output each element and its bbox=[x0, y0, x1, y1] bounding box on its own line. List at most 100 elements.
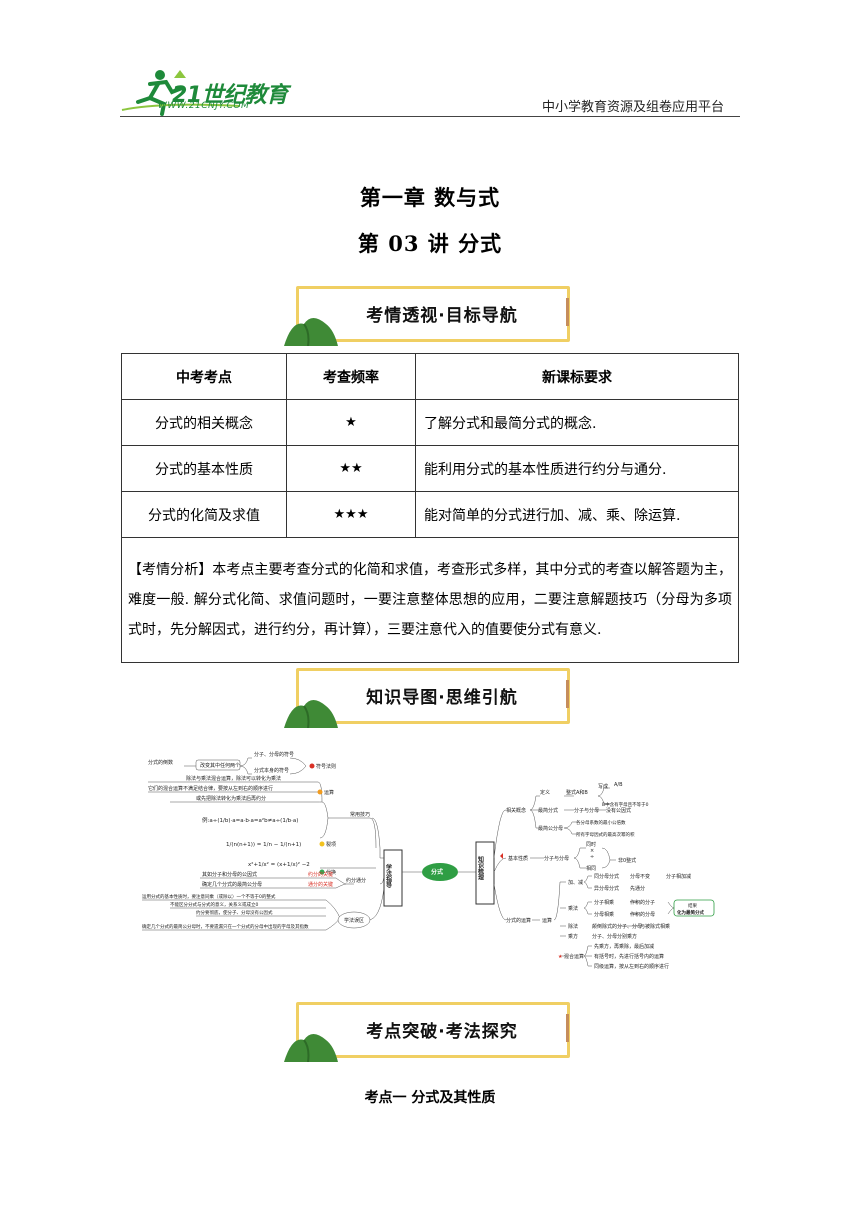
mind-map-right-links bbox=[493, 787, 675, 967]
mm-mixed-b: 有括号时，先进行括号内的运算 bbox=[594, 953, 664, 960]
mm-addsub-d: 异分母分式 bbox=[594, 885, 619, 892]
mm-pitfall: 学法误区 bbox=[344, 917, 364, 924]
cell-point: 分式的相关概念 bbox=[121, 399, 287, 446]
mm-rule-op: 运算 bbox=[324, 789, 334, 796]
mm-mult-c: 分母相乘 bbox=[594, 911, 614, 918]
col-header-point: 中考考点 bbox=[121, 353, 287, 400]
cell-frequency: ★★★ bbox=[286, 491, 416, 538]
banner-label: 知识导图·思维引航 bbox=[366, 688, 518, 708]
section-banner-mindmap: 知识导图·思维引航 bbox=[284, 666, 590, 728]
banner-label: 考情透视·目标导航 bbox=[366, 306, 518, 326]
mm-simplest: 最简分式 bbox=[538, 807, 558, 814]
table-header-row: 中考考点 考查频率 新课标要求 bbox=[121, 353, 739, 400]
mm-note-1: 运用分式的基本性质时，要注意同乘（或除以）一个不等于0的整式 bbox=[142, 893, 276, 900]
table-row: 分式的基本性质 ★★ 能利用分式的基本性质进行约分与通分. bbox=[121, 445, 739, 492]
mm-mult-b: 作积的分子 bbox=[630, 899, 655, 906]
mm-pow-a: 分子、分母分别乘方 bbox=[592, 933, 637, 940]
mm-reduce-1b: 约分的关键 bbox=[308, 871, 333, 878]
brand-logo-icon bbox=[121, 70, 241, 116]
mm-simplest-b: 没有公因式 bbox=[606, 807, 631, 814]
exam-overview-table: 中考考点 考查频率 新课标要求 分式的相关概念 ★ 了解分式和最简分式的概念. … bbox=[121, 353, 739, 663]
banner-frame bbox=[296, 1002, 570, 1058]
table-row: 分式的化简及求值 ★★★ 能对简单的分式进行加、减、乘、除运算. bbox=[121, 491, 739, 538]
mm-rule-sign: 符号法则 bbox=[316, 763, 336, 770]
mm-basic-e: 相同 bbox=[586, 865, 596, 872]
banner-accent-bar bbox=[566, 680, 569, 708]
mm-mixed: 混合运算 bbox=[564, 953, 584, 960]
mm-addsub-e: 先通分 bbox=[630, 885, 645, 892]
mm-rule-sub: 代换 bbox=[326, 869, 336, 876]
mm-simplest-a: 分子与分母 bbox=[574, 807, 599, 814]
mm-result-b: 化为最简分式 bbox=[677, 909, 704, 916]
mm-reduce-2: 确定几个分式的最简公分母 bbox=[202, 881, 262, 888]
mountain-icon bbox=[284, 1034, 338, 1062]
mm-note-3: 约分要彻底，使分子、分母没有公因式 bbox=[196, 909, 273, 916]
mm-rule-split: 裂项 bbox=[326, 841, 336, 848]
table-row: 分式的相关概念 ★ 了解分式和最简分式的概念. bbox=[121, 399, 739, 446]
col-header-frequency: 考查频率 bbox=[286, 353, 416, 400]
lecture-title: 第 03 讲 分式 bbox=[357, 231, 503, 256]
mountain-icon bbox=[284, 318, 338, 346]
mm-reduce: 约分通分 bbox=[346, 877, 366, 884]
mm-basic-a: 分子与分母 bbox=[544, 855, 569, 862]
topic-heading: 考点一 分式及其性质 bbox=[364, 1090, 496, 1106]
mountain-icon bbox=[284, 700, 338, 728]
mm-addsub-c: 分子相加减 bbox=[666, 873, 691, 880]
mm-mult-d: 作积的分母 bbox=[630, 911, 655, 918]
mm-def-a: 整式A和B bbox=[566, 789, 588, 796]
cell-requirement: 能对简单的分式进行加、减、乘、除运算. bbox=[415, 491, 739, 538]
mm-swap: 改变其中任何两个 bbox=[200, 762, 240, 769]
mm-part-1: 分子、分母的符号 bbox=[254, 751, 294, 758]
mm-mixed-a: 先乘方，再乘除，最后加减 bbox=[594, 943, 654, 950]
mm-div: 除法 bbox=[568, 923, 578, 930]
mm-write: 写成 bbox=[598, 783, 608, 790]
banner-label: 考点突破·考法探究 bbox=[366, 1022, 518, 1042]
cell-frequency: ★★ bbox=[286, 445, 416, 492]
mm-basic: 基本性质 bbox=[508, 855, 528, 862]
mm-basic-b: 同时 bbox=[586, 841, 596, 848]
header-divider bbox=[120, 116, 740, 117]
cell-requirement: 了解分式和最简分式的概念. bbox=[415, 399, 739, 446]
cell-requirement: 能利用分式的基本性质进行约分与通分. bbox=[415, 445, 739, 492]
mm-basic-c: × bbox=[590, 848, 594, 854]
col-header-requirement: 新课标要求 bbox=[415, 353, 739, 400]
banner-accent-bar bbox=[566, 298, 569, 326]
mm-reduce-1: 其如分子和分母的公因式 bbox=[202, 871, 257, 878]
section-banner-topics: 考点突破·考法探究 bbox=[284, 1000, 590, 1062]
mm-cond: B中含有字母且不等于0 bbox=[602, 801, 649, 808]
exam-analysis-text: 【考情分析】本考点主要考查分式的化简和求值，考查形式多样，其中分式的考查以解答题… bbox=[121, 537, 739, 663]
mm-addsub: 加、减 bbox=[568, 879, 583, 886]
banner-accent-bar bbox=[566, 1014, 569, 1042]
mm-part-2: 分式本身的符号 bbox=[254, 767, 289, 774]
mm-pow: 乘方 bbox=[568, 933, 578, 940]
chapter-title: 第一章 数与式 bbox=[359, 185, 501, 210]
mm-div-a: 颠倒除式的分子、分母 bbox=[592, 923, 642, 930]
mm-ops: 分式的运算 bbox=[506, 917, 531, 924]
mm-result: 结果 bbox=[688, 902, 697, 909]
mm-concept: 相关概念 bbox=[506, 807, 526, 814]
mm-example-1: 例:a÷(1/b)·a=a·b·a=a²b≠a÷(1/b·a) bbox=[202, 816, 298, 824]
mind-map-left-links bbox=[142, 757, 385, 931]
cell-frequency: ★ bbox=[286, 399, 416, 446]
brand-name: 21世纪教育 bbox=[172, 83, 288, 108]
platform-name: 中小学教育资源及组卷应用平台 bbox=[541, 100, 724, 115]
mm-mixed-c: 同级运算，按从左到右的顺序进行 bbox=[594, 963, 669, 970]
mm-note-2: 不能区分分式与分式的意义，关系义或成立0 bbox=[170, 901, 258, 908]
mm-lcd-b: 所有字母因式的最高次幂的积 bbox=[576, 831, 635, 838]
mm-mult: 乘法 bbox=[568, 905, 578, 912]
mm-div-b: 与被除式相乘 bbox=[640, 923, 670, 930]
mm-op-3: 或先把除法转化为乘法后再约分 bbox=[196, 795, 266, 802]
cell-point: 分式的化简及求值 bbox=[121, 491, 287, 538]
mm-right-hub: 知识梳理 bbox=[477, 855, 485, 881]
brand-url: WWW.21CNJY.COM bbox=[158, 101, 250, 111]
mind-map: 分式的倒数 改变其中任何两个 分子、分母的符号 分式本身的符号 符号法则 除法与… bbox=[142, 751, 715, 970]
mm-basic-f: 非0整式 bbox=[618, 857, 636, 864]
mm-def: 定义 bbox=[540, 789, 550, 796]
mm-left-hub: 学法指导 bbox=[385, 863, 392, 889]
mm-calc: 运算 bbox=[542, 917, 552, 924]
mm-note-4: 确定几个分式的最简公分母时，不要遗漏只在一个分式的分母中出现的字母及其指数 bbox=[142, 923, 309, 930]
mm-op-1: 除法与乘法混合运算，除法可以转化为乘法 bbox=[186, 775, 281, 782]
analysis-row: 【考情分析】本考点主要考查分式的化简和求值，考查形式多样，其中分式的考查以解答题… bbox=[121, 537, 739, 663]
mm-lcd-a: 各分母系数的最小公倍数 bbox=[576, 819, 626, 826]
mm-op-2: 它们的混合运算不满足结合律，要按从左到右的顺序进行 bbox=[148, 785, 273, 792]
